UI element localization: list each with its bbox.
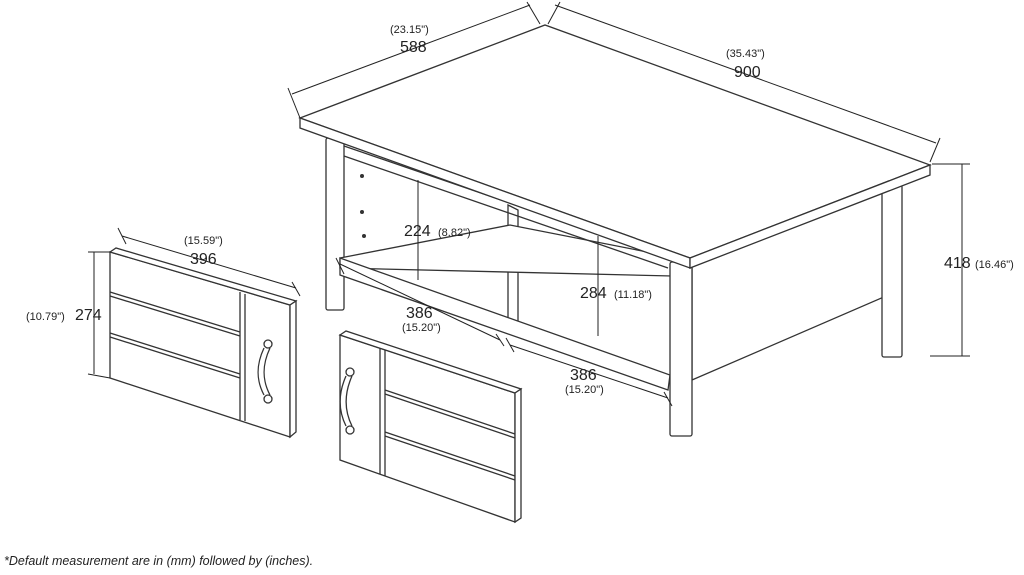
door-left-face [109, 251, 291, 438]
door-right-handle-icon [339, 367, 355, 435]
table-leg-front-right [669, 261, 693, 437]
footnote: *Default measurement are in (mm) followe… [4, 554, 314, 568]
dim-418-mm: 418 [944, 255, 971, 272]
table-bottom-stretcher [339, 257, 671, 391]
dim-224-mm: 224 [404, 223, 431, 240]
dim-588-inches: (23.15") [390, 24, 429, 36]
table-top-side-edge [689, 164, 931, 269]
dim-386-left-inches: (15.20") [402, 322, 441, 334]
dim-386-left-mm: 386 [406, 305, 433, 322]
dim-900-mm: 900 [734, 64, 761, 81]
door-left-side-edge [289, 299, 297, 439]
hinge-dot [360, 174, 364, 178]
dim-386-right-mm: 386 [570, 367, 597, 384]
door-left [108, 247, 298, 439]
hinge-dot [360, 210, 364, 214]
dim-224-inches: (8.82") [438, 227, 471, 239]
dim-284-inches: (11.18") [614, 289, 652, 301]
dim-274-mm: 274 [75, 307, 102, 324]
dim-386-right-inches: (15.20") [565, 384, 604, 396]
table-leg-back-left [325, 137, 345, 311]
door-left-handle-icon [257, 339, 273, 404]
dimension-lines [87, 1, 970, 407]
dim-418-inches: (16.46") [975, 259, 1014, 271]
dim-900-inches: (35.43") [726, 48, 765, 60]
dim-274-inches: (10.79") [26, 311, 65, 323]
door-right-side-edge [514, 387, 522, 524]
hinge-dot [362, 234, 366, 238]
dim-396-inches: (15.59") [184, 235, 223, 247]
dim-588-mm: 588 [400, 39, 427, 56]
dim-284-mm: 284 [580, 285, 607, 302]
door-right [338, 330, 523, 524]
table-leg-back-right [881, 184, 903, 358]
dim-396-mm: 396 [190, 251, 217, 268]
